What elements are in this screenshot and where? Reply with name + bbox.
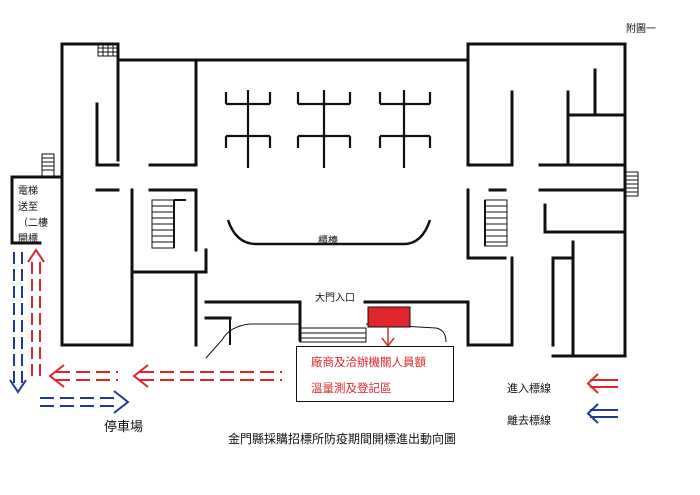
desk-cluster-3: [378, 90, 432, 168]
registration-area-line2: 溫量測及登記區: [311, 381, 392, 395]
enter-route: [27, 248, 282, 388]
exit-route: [9, 252, 130, 414]
elevator-label-line: 電梯: [18, 186, 38, 197]
elevator-label-line: 開標: [18, 234, 38, 245]
legend-enter-label: 進入標線: [507, 382, 551, 395]
legend-exit-label: 離去標線: [507, 414, 551, 427]
registration-desk: [367, 306, 411, 328]
elevator-label: 電梯 送至 （二樓 開標: [18, 184, 48, 248]
service-counter: [226, 219, 432, 246]
registration-area-line1: 廠商及洽辦機關人員額: [311, 355, 426, 369]
staircases: [41, 43, 639, 343]
elevator-label-line: （二樓: [18, 218, 48, 229]
appendix-label: 附圖一: [626, 24, 656, 35]
legend-exit-arrow: [586, 403, 618, 424]
elevator-label-line: 送至: [18, 202, 38, 213]
parking-label: 停車場: [104, 420, 144, 435]
walls: [10, 42, 627, 358]
diagram-title: 金門縣採購招標所防疫期間開標進出動向圖: [228, 432, 457, 446]
desk-cluster-1: [224, 90, 272, 168]
entrance-canopy: [205, 323, 300, 359]
office-desks: [224, 90, 432, 168]
counter-label: 櫃檯: [318, 236, 338, 247]
registration-area-box: 廠商及洽辦機關人員額 溫量測及登記區: [296, 346, 454, 402]
legend-enter-arrow: [586, 373, 618, 394]
main-entrance-label: 大門入口: [315, 293, 355, 304]
desk-cluster-2: [296, 90, 352, 168]
